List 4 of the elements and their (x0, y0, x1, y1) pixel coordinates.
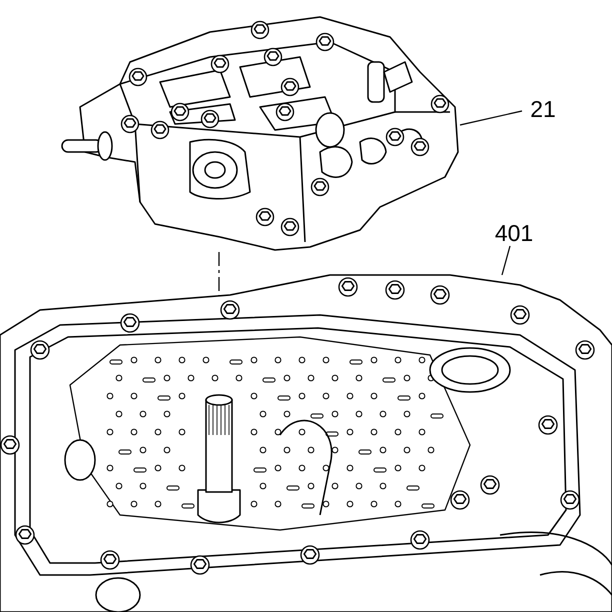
leader-line (501, 246, 511, 276)
callout-number: 21 (522, 96, 564, 122)
callout-number: 401 (490, 220, 538, 246)
leader-line (460, 110, 522, 126)
